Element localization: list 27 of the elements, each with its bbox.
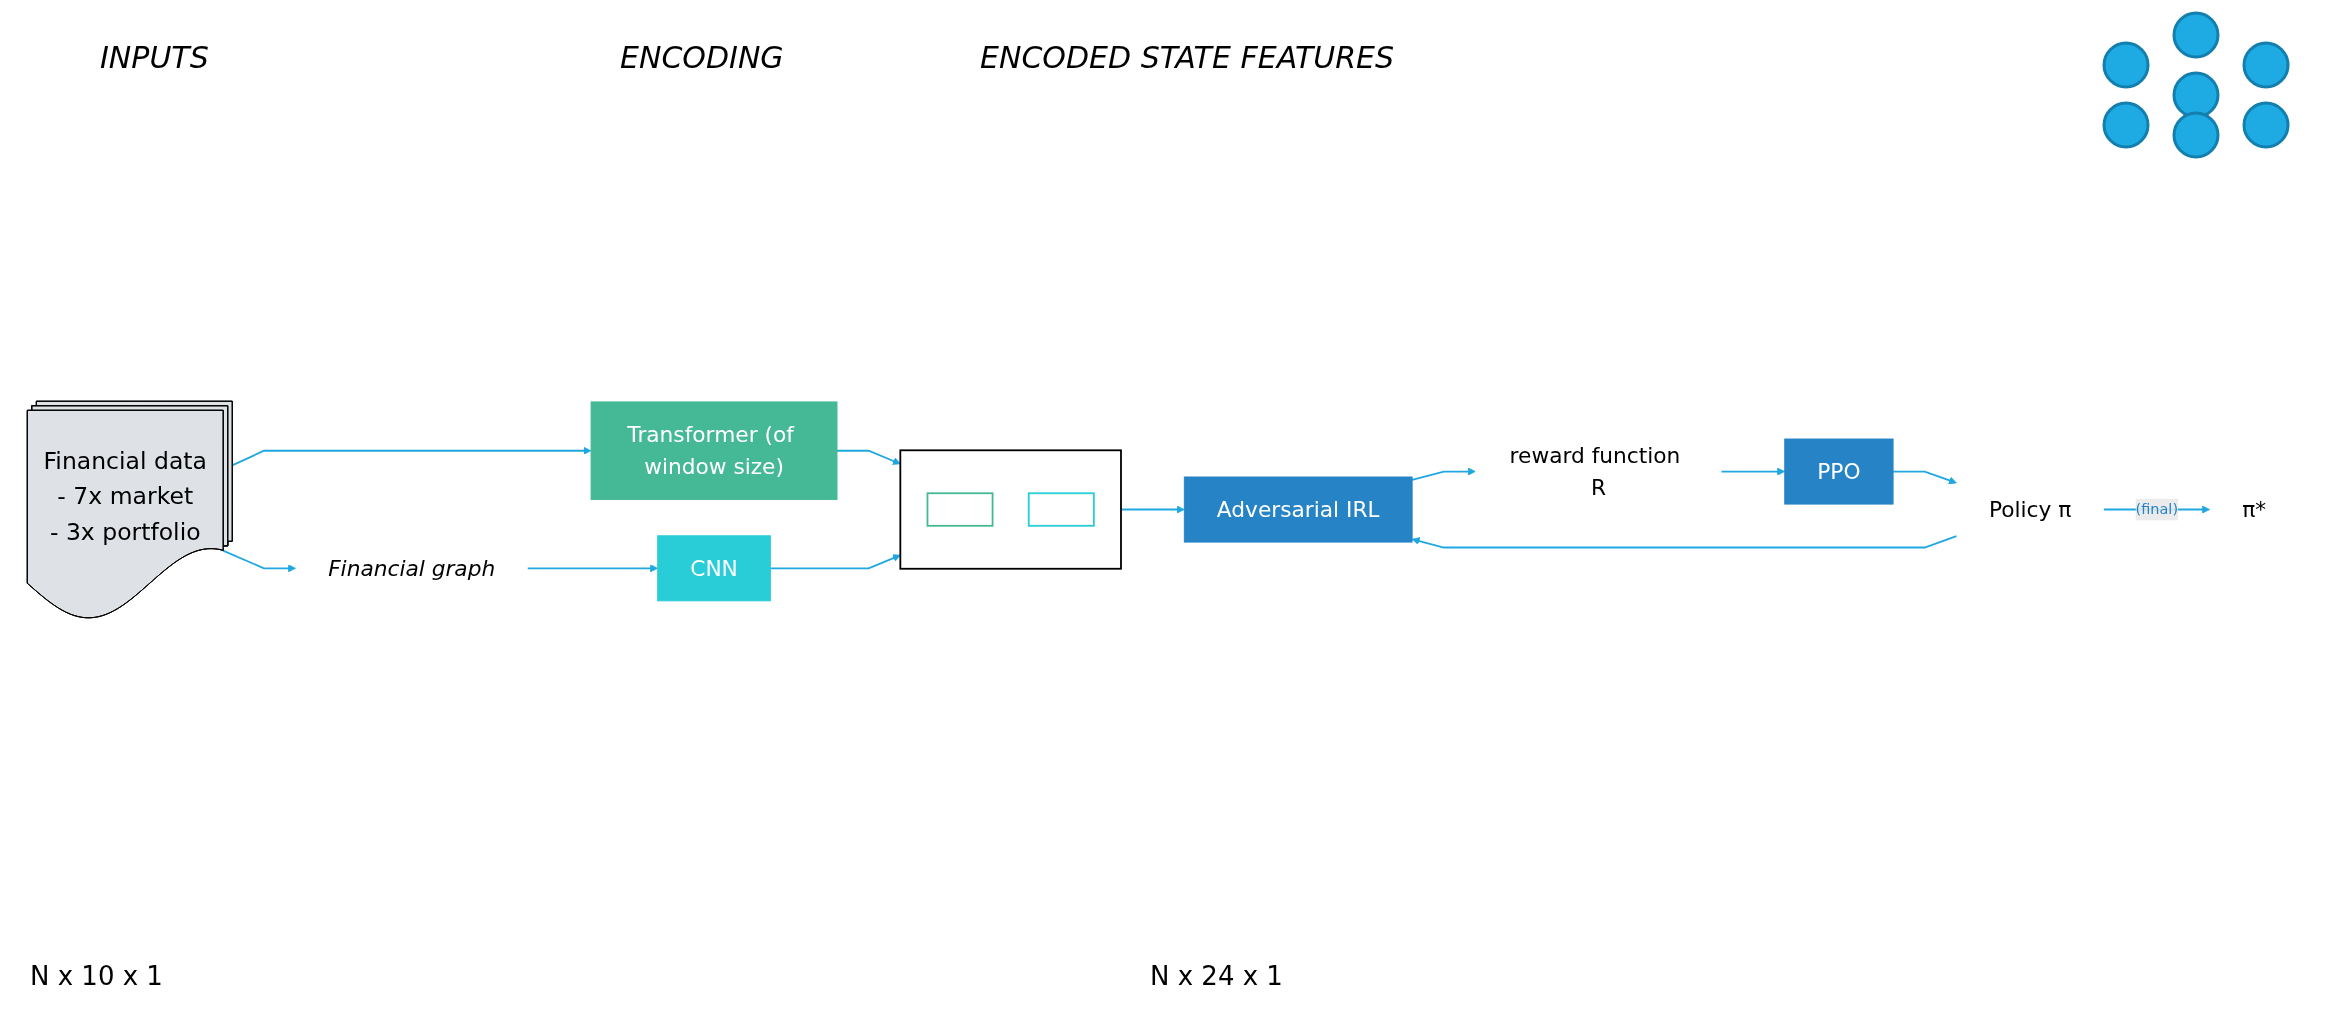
dimension-label: N x 10 x 1 <box>30 961 163 991</box>
arrow <box>1892 471 1957 485</box>
arrow <box>836 450 901 466</box>
cluster <box>899 449 1122 571</box>
node-box: Transformer (of window size) <box>590 401 838 501</box>
node-text: reward function R <box>1509 443 1681 501</box>
arrow <box>222 550 296 573</box>
column-heading: INPUTS <box>100 40 209 75</box>
node-text: Financial graph <box>328 556 496 582</box>
dimension-label: N x 24 x 1 <box>1150 961 1283 991</box>
arrow <box>231 447 592 467</box>
column-heading: ENCODED STATE FEATURES <box>980 40 1395 75</box>
node-text: π* <box>2242 497 2267 523</box>
arrow <box>526 564 659 573</box>
arrow <box>1720 468 1786 476</box>
arrow <box>1120 506 1185 514</box>
node-box: PPO <box>1784 439 1894 506</box>
edge-label: (final) <box>2135 500 2179 519</box>
node-box <box>1027 492 1095 528</box>
node-text: Policy π <box>1988 497 2072 523</box>
node-box: Adversarial IRL <box>1183 477 1413 544</box>
node-box: CNN <box>657 535 771 602</box>
arrow <box>1411 468 1476 482</box>
node-box <box>926 492 994 528</box>
column-heading: ENCODING <box>620 40 784 75</box>
arrow <box>769 554 901 570</box>
arrow <box>1411 535 1958 549</box>
